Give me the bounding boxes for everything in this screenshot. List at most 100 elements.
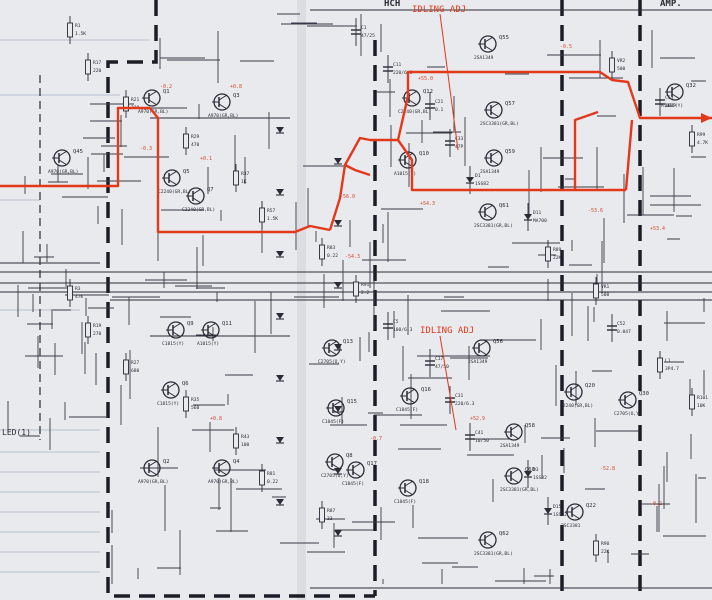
component-c1: C1 47/25	[351, 18, 375, 46]
component-value: 220/6.3	[455, 401, 475, 407]
diode-symbol	[334, 158, 342, 165]
component-value: 100/6.3	[393, 327, 413, 333]
component-value: 3P4.7	[665, 366, 679, 372]
component-ref: D11	[533, 210, 542, 216]
component-value: 22K	[601, 549, 610, 555]
component-ref: R1	[75, 23, 81, 29]
component-value: 33	[327, 516, 333, 522]
voltage-reading: -54.3	[345, 254, 360, 260]
component-value: 2.2	[361, 290, 370, 296]
voltage-reading: -53.6	[588, 208, 603, 214]
component-value: 4.7K	[697, 140, 708, 146]
component-value: 500	[617, 66, 626, 72]
transistor-part: C1845(F)	[322, 419, 344, 425]
voltage-reading: -0.2	[160, 84, 172, 90]
component-ref: D15	[553, 504, 562, 510]
transistor-part: C1845(F)	[394, 499, 416, 505]
diode-symbol	[276, 189, 284, 196]
wiring-path	[7, 13, 706, 584]
transistor-part: A1015(Y)	[394, 171, 416, 177]
component-value: 10/50	[475, 438, 489, 444]
component-value: 100	[241, 442, 250, 448]
component-value: 47/25	[361, 33, 375, 39]
idling-pointers	[439, 13, 459, 431]
component-value: 560	[191, 405, 200, 411]
transistor-ref: Q57	[505, 101, 515, 107]
component-value: 500	[601, 292, 610, 298]
component-value: 220	[93, 68, 102, 74]
diode-symbol	[276, 127, 284, 134]
component-value: 22K	[553, 255, 562, 261]
transistor-part: A970(GR,BL)	[138, 479, 168, 485]
voltage-reading: -0.3	[140, 146, 152, 152]
margin-rule-lines	[0, 39, 150, 573]
transistor-ref: Q13	[343, 339, 353, 345]
transistor-ref: Q12	[423, 89, 433, 95]
component-ref: C1	[361, 25, 367, 31]
transistor-ref: Q6	[182, 381, 189, 387]
output-arrow	[701, 113, 712, 123]
transistor-part: A970(GR,BL)	[48, 169, 78, 175]
component-value: 47/50	[435, 364, 449, 370]
transistor-ref: Q18	[419, 479, 429, 485]
component-ref: R99	[697, 132, 706, 138]
component-value: 0.22	[267, 479, 278, 485]
transistor-ref: Q60	[525, 467, 535, 473]
component-value: 470	[191, 142, 200, 148]
transistor-part: C2240(GR,BL)	[560, 403, 593, 409]
component-value: 0.047	[617, 329, 631, 335]
transistor-ref: Q55	[499, 35, 509, 41]
component-ref: R37	[241, 171, 250, 177]
transistor-ref: Q58	[525, 423, 535, 429]
component-value: 270	[93, 331, 102, 337]
transistor-ref: Q7	[207, 187, 214, 193]
voltage-reading: -0.2	[650, 501, 662, 507]
transistor-ref: Q4	[233, 459, 240, 465]
transistor-symbols: Q1A970(GR,BL)Q3A970(GR,BL)Q5C2240(GR,BL)…	[48, 35, 696, 557]
component-ref: R35	[191, 397, 200, 403]
transistor-part: 2SC3381(GR,BL)	[480, 121, 519, 127]
transistor-part: 2SA1349	[500, 443, 520, 449]
diode-symbol	[276, 437, 284, 444]
transistor-part: 2SA1349	[480, 169, 500, 175]
component-value: 47K	[75, 294, 84, 300]
diode-symbol	[334, 468, 342, 475]
idling-adj-bottom: IDLING ADJ	[420, 326, 474, 336]
transistor-part: C1845(F)	[396, 407, 418, 413]
transistor-part: 2SC3381(GR,BL)	[474, 551, 513, 557]
component-value: 1SS82	[475, 181, 489, 187]
transistor-part: A1015(Y)	[197, 341, 219, 347]
component-value: 1.5K	[267, 216, 278, 222]
transistor-part: 2SC3381	[561, 523, 581, 529]
component-ref: R29	[191, 134, 200, 140]
component-value: 1.5K	[75, 31, 86, 37]
diode-symbol	[334, 530, 342, 537]
transistor-part: C2240(GR,BL)	[398, 109, 431, 115]
voltage-reading: -52.8	[600, 466, 615, 472]
transistor-part: C2240(GR,BL)	[158, 189, 191, 195]
voltage-reading: -0.5	[560, 44, 572, 50]
